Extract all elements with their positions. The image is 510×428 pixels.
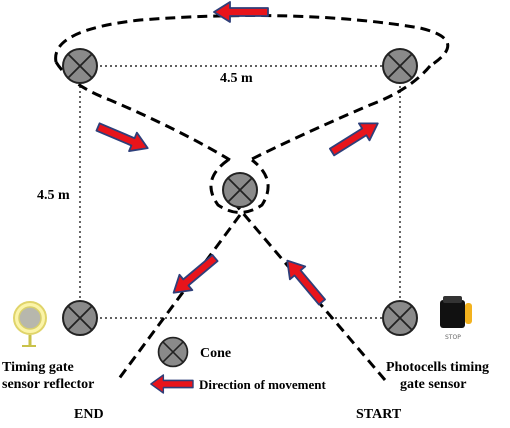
direction-arrow-icon xyxy=(166,249,223,302)
direction-arrow-icon xyxy=(213,1,269,23)
path-right-loop xyxy=(249,65,432,162)
sensor-label-line2: gate sensor xyxy=(400,377,467,392)
reflector-label-line2: sensor reflector xyxy=(2,377,94,392)
direction-arrow-icon xyxy=(278,253,331,310)
cone-icon xyxy=(62,300,98,336)
direction-arrow-icon xyxy=(150,374,194,394)
photocell-sensor-icon: STOP xyxy=(440,296,472,341)
cone-icon xyxy=(62,48,98,84)
path-to-end xyxy=(116,214,242,381)
legend-cone-label: Cone xyxy=(200,346,231,361)
cone-icon xyxy=(222,172,258,208)
legend-arrow-label: Direction of movement xyxy=(199,377,327,392)
cone-icon xyxy=(382,48,418,84)
reflector-label-line1: Timing gate xyxy=(2,360,74,375)
cone-icon xyxy=(157,336,189,368)
test-area-square xyxy=(79,65,401,319)
sensor-label-line1: Photocells timing xyxy=(386,360,489,375)
direction-arrow-icon xyxy=(325,114,384,162)
path-top-arc xyxy=(54,14,450,68)
end-label: END xyxy=(74,407,104,422)
stop-label: STOP xyxy=(445,334,461,341)
direction-arrow-icon xyxy=(93,116,153,159)
side-distance-label: 4.5 m xyxy=(37,188,70,203)
top-distance-label: 4.5 m xyxy=(220,71,253,86)
cone-icon xyxy=(382,300,418,336)
timing-gate-reflector-icon xyxy=(13,301,47,347)
legend: Cone Direction of movement xyxy=(150,336,327,394)
start-label: START xyxy=(356,407,402,422)
